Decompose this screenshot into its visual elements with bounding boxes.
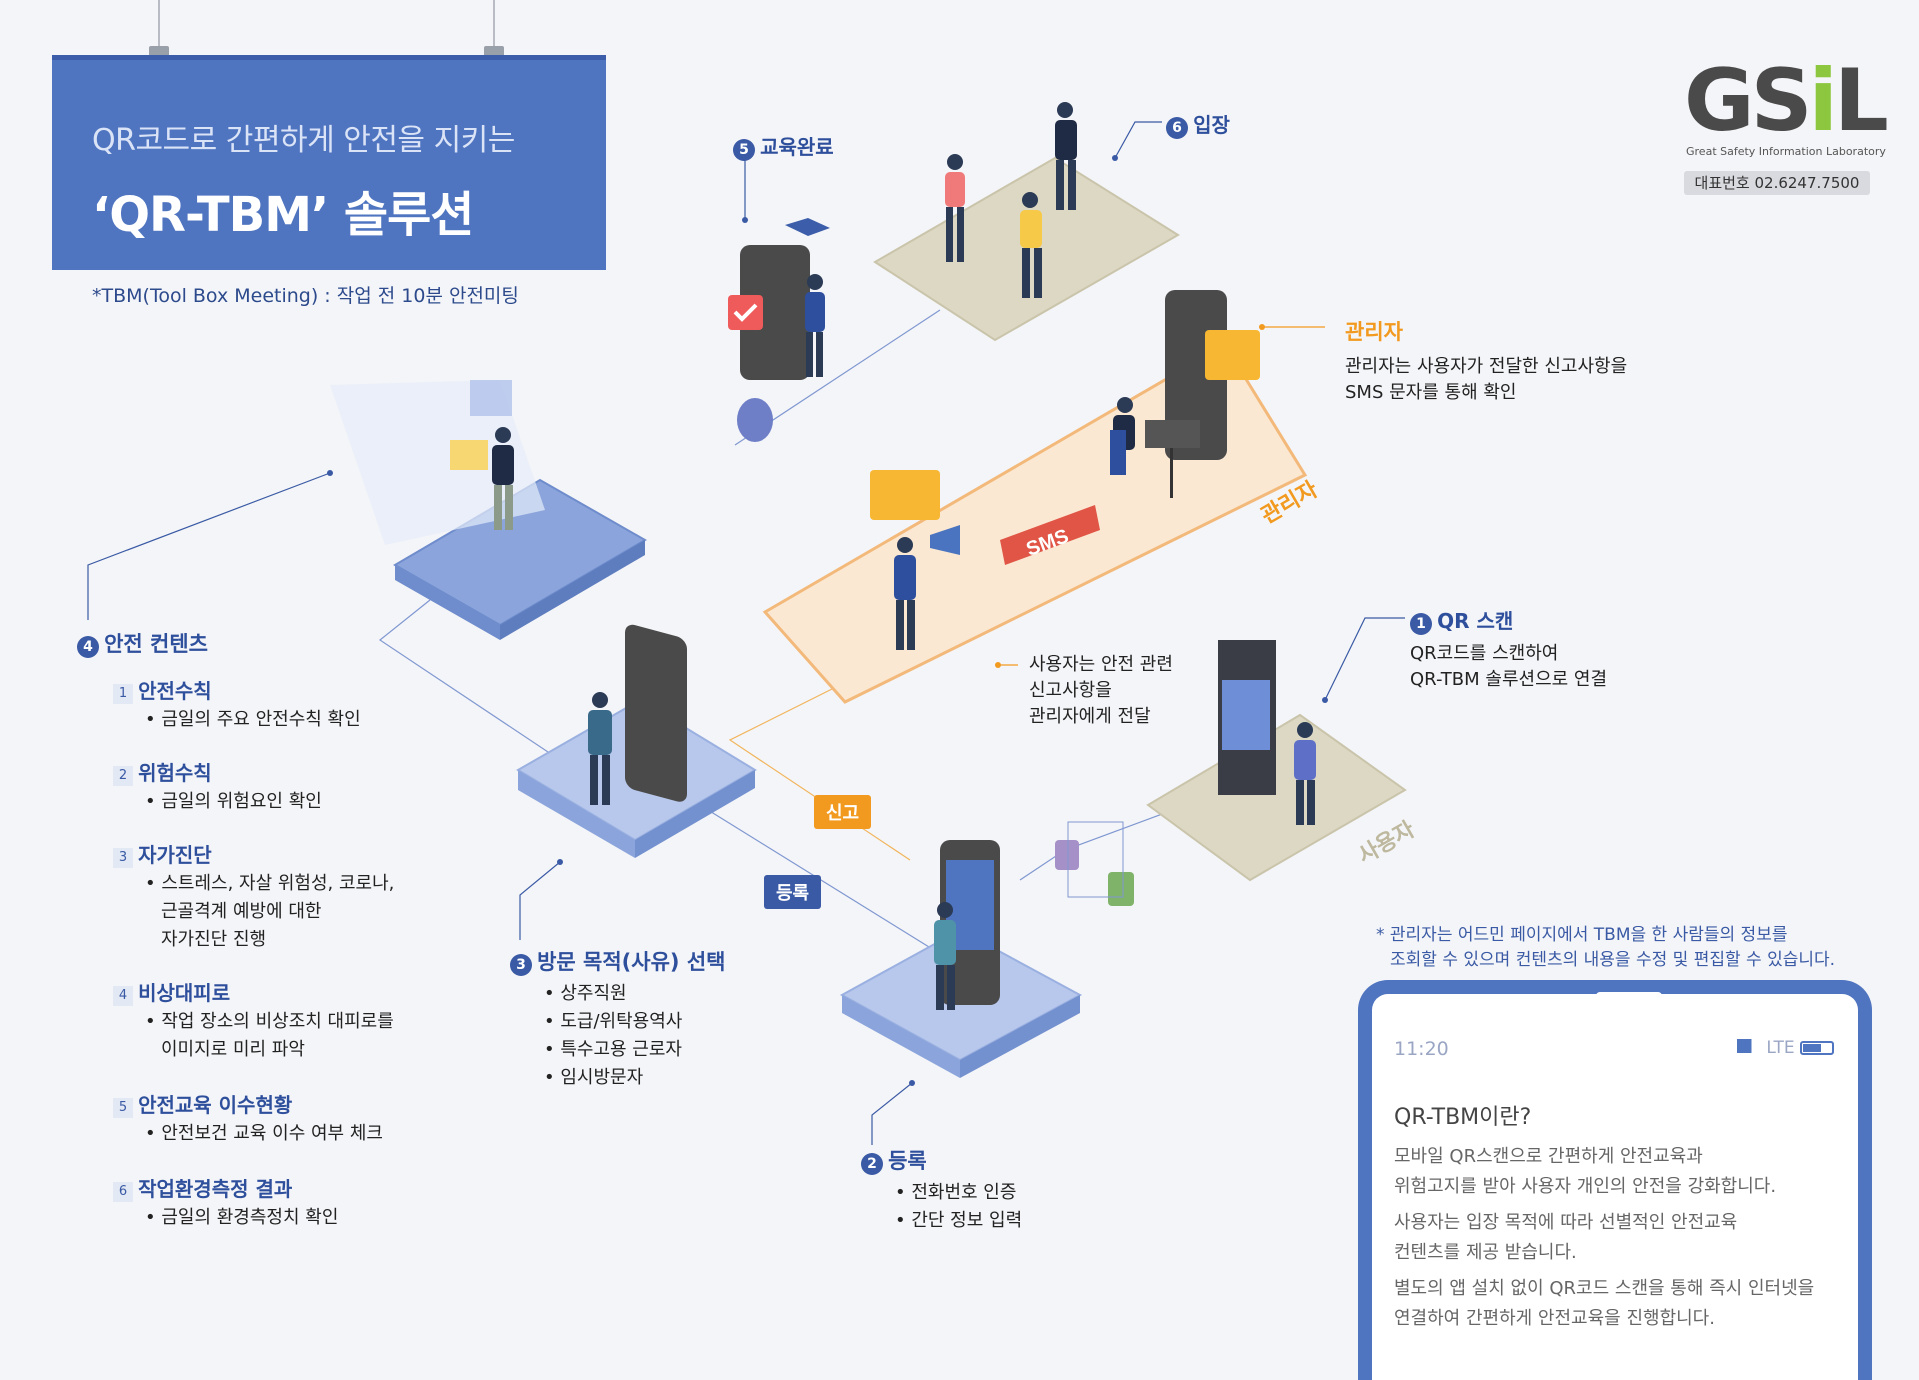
admin-line-1: 관리자는 사용자가 전달한 신고사항을 bbox=[1345, 356, 1628, 377]
signal-icon bbox=[1736, 1039, 1761, 1053]
mobile-frame: 11:20 LTE QR-TBM이란? 모바일 QR스캔으로 간편하게 안전교육… bbox=[1358, 980, 1872, 1380]
leader-step4 bbox=[87, 472, 331, 620]
step-1-line-1: QR코드를 스캔하여 bbox=[1410, 642, 1559, 664]
step-1-line-2: QR-TBM 솔루션으로 연결 bbox=[1410, 668, 1608, 690]
step-1-title: QR 스캔 bbox=[1437, 609, 1514, 633]
leader-step2 bbox=[871, 1082, 913, 1145]
register-tag: 등록 bbox=[764, 875, 822, 909]
content-item: 3 자가진단 • 스트레스, 자살 위험성, 코로나, 근골격계 예방에 대한 … bbox=[113, 839, 473, 977]
step-5-label: 5 교육완료 bbox=[733, 131, 834, 161]
step-1-label: 1 QR 스캔 QR코드를 스캔하여 QR-TBM 솔루션으로 연결 bbox=[1410, 605, 1607, 693]
leader-step3 bbox=[519, 861, 561, 940]
step-3-label: 3 방문 목적(사유) 선택 • 상주직원 • 도급/위탁용역사 • 특수고용 … bbox=[510, 946, 725, 1092]
step-6-label: 6 입장 bbox=[1166, 109, 1230, 139]
sign-wire-left bbox=[158, 0, 160, 50]
title-main: ‘QR-TBM’ 솔루션 bbox=[92, 187, 474, 243]
report-tag: 신고 bbox=[814, 795, 872, 829]
content-item: 1 안전수칙 • 금일의 주요 안전수칙 확인 bbox=[113, 675, 473, 757]
step-3-number: 3 bbox=[510, 953, 532, 976]
admin-title: 관리자 bbox=[1345, 320, 1403, 344]
step-5-number: 5 bbox=[733, 138, 755, 161]
step-2-label: 2 등록 • 전화번호 인증 • 간단 정보 입력 bbox=[861, 1145, 1022, 1235]
mobile-heading: QR-TBM이란? bbox=[1394, 1105, 1532, 1130]
status-bar: LTE bbox=[1736, 1038, 1834, 1058]
step-6-title: 입장 bbox=[1193, 113, 1230, 137]
sign-wire-right bbox=[493, 0, 495, 50]
admin-note-line-2: 조회할 수 있으며 컨텐츠의 내용을 수정 및 편집할 수 있습니다. bbox=[1390, 950, 1836, 970]
admin-note-line-1: * 관리자는 어드민 페이지에서 TBM을 한 사람들의 정보를 bbox=[1376, 925, 1788, 945]
phone-speaker bbox=[1596, 992, 1662, 1000]
admin-line-2: SMS 문자를 통해 확인 bbox=[1345, 382, 1517, 403]
report-description: 사용자는 안전 관련 신고사항을 관리자에게 전달 bbox=[1029, 652, 1173, 730]
gsil-logo: GSiL bbox=[1684, 51, 1889, 151]
step-6-number: 6 bbox=[1166, 116, 1188, 139]
content-item: 6 작업환경측정 결과 • 금일의 환경측정치 확인 bbox=[113, 1173, 473, 1232]
step-4-title: 안전 컨텐츠 bbox=[104, 632, 209, 656]
phone-number-badge: 대표번호 02.6247.7500 bbox=[1684, 171, 1870, 195]
report-line-3: 관리자에게 전달 bbox=[1029, 706, 1151, 727]
step-2-number: 2 bbox=[861, 1152, 883, 1175]
leader-step6 bbox=[1114, 121, 1162, 159]
step-2-title: 등록 bbox=[888, 1149, 927, 1173]
content-item: 5 안전교육 이수현황 • 안전보건 교육 이수 여부 체크 bbox=[113, 1089, 473, 1173]
content-item: 2 위험수칙 • 금일의 위험요인 확인 bbox=[113, 757, 473, 839]
step-5-title: 교육완료 bbox=[760, 135, 834, 159]
status-time: 11:20 bbox=[1394, 1038, 1449, 1060]
title-sign: QR코드로 간편하게 안전을 지키는 ‘QR-TBM’ 솔루션 bbox=[52, 55, 606, 270]
title-subtitle: QR코드로 간편하게 안전을 지키는 bbox=[92, 123, 515, 158]
step-3-title: 방문 목적(사유) 선택 bbox=[537, 950, 726, 974]
content-item: 4 비상대피로 • 작업 장소의 비상조치 대피로를 이미지로 미리 파악 bbox=[113, 977, 473, 1089]
report-line-2: 신고사항을 bbox=[1029, 680, 1112, 701]
admin-description: 관리자 관리자는 사용자가 전달한 신고사항을 SMS 문자를 통해 확인 bbox=[1345, 316, 1627, 406]
safety-contents-list: 1 안전수칙 • 금일의 주요 안전수칙 확인 2 위험수칙 • 금일의 위험요… bbox=[113, 675, 473, 1232]
report-line-1: 사용자는 안전 관련 bbox=[1029, 654, 1173, 675]
admin-page-note: * 관리자는 어드민 페이지에서 TBM을 한 사람들의 정보를 조회할 수 있… bbox=[1376, 923, 1835, 973]
leader-step1 bbox=[1324, 617, 1405, 701]
mobile-body: 모바일 QR스캔으로 간편하게 안전교육과 위험고지를 받아 사용자 개인의 안… bbox=[1394, 1146, 1815, 1329]
tbm-note: *TBM(Tool Box Meeting) : 작업 전 10분 안전미팅 bbox=[92, 285, 519, 307]
logo-tagline: Great Safety Information Laboratory bbox=[1686, 145, 1886, 158]
step-4-number: 4 bbox=[77, 635, 99, 658]
step-1-number: 1 bbox=[1410, 612, 1432, 635]
step-4-label: 4 안전 컨텐츠 bbox=[77, 628, 208, 658]
battery-icon bbox=[1800, 1041, 1834, 1055]
network-label: LTE bbox=[1766, 1038, 1795, 1058]
